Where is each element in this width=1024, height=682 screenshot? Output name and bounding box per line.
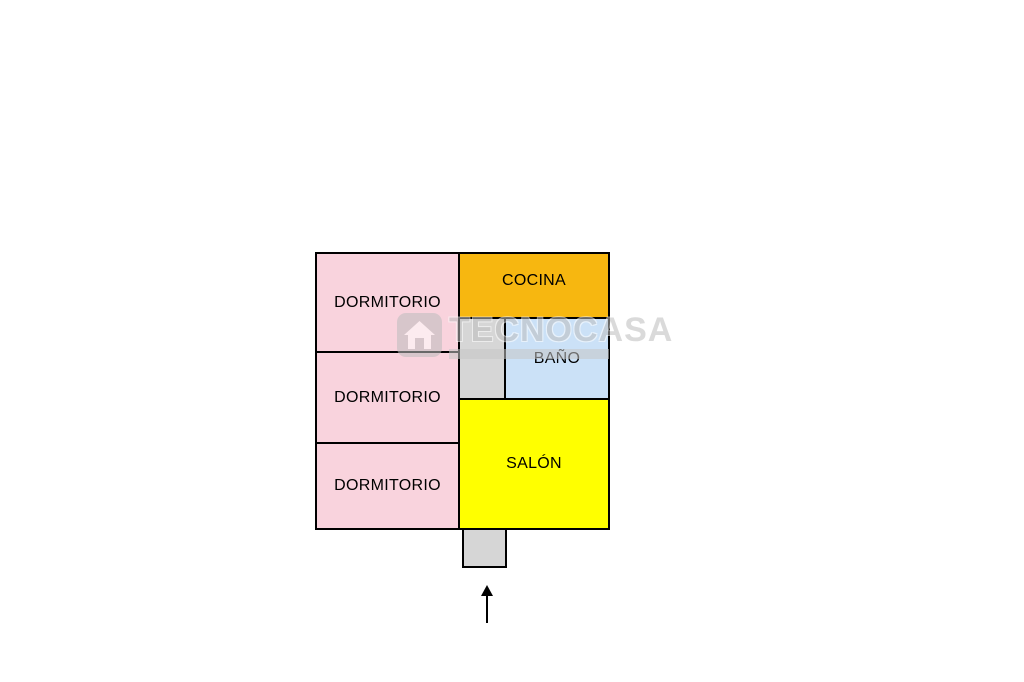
room-label: COCINA [501, 272, 567, 289]
room-label: SALÓN [506, 455, 562, 472]
room-bano: BAÑO [504, 317, 610, 400]
entrance-arrow-icon [479, 585, 495, 625]
room-dormitorio-top: DORMITORIO [315, 252, 460, 353]
room-label: DORMITORIO [334, 477, 441, 494]
room-label: DORMITORIO [334, 388, 441, 406]
entrance-step [462, 528, 507, 568]
room-salon: SALÓN [458, 398, 610, 530]
room-label: DORMITORIO [334, 293, 441, 311]
corridor [458, 317, 506, 400]
room-label: BAÑO [533, 349, 581, 367]
room-dormitorio-middle: DORMITORIO [315, 351, 460, 444]
room-dormitorio-bottom: DORMITORIO [315, 442, 460, 530]
room-cocina: COCINA [458, 252, 610, 319]
